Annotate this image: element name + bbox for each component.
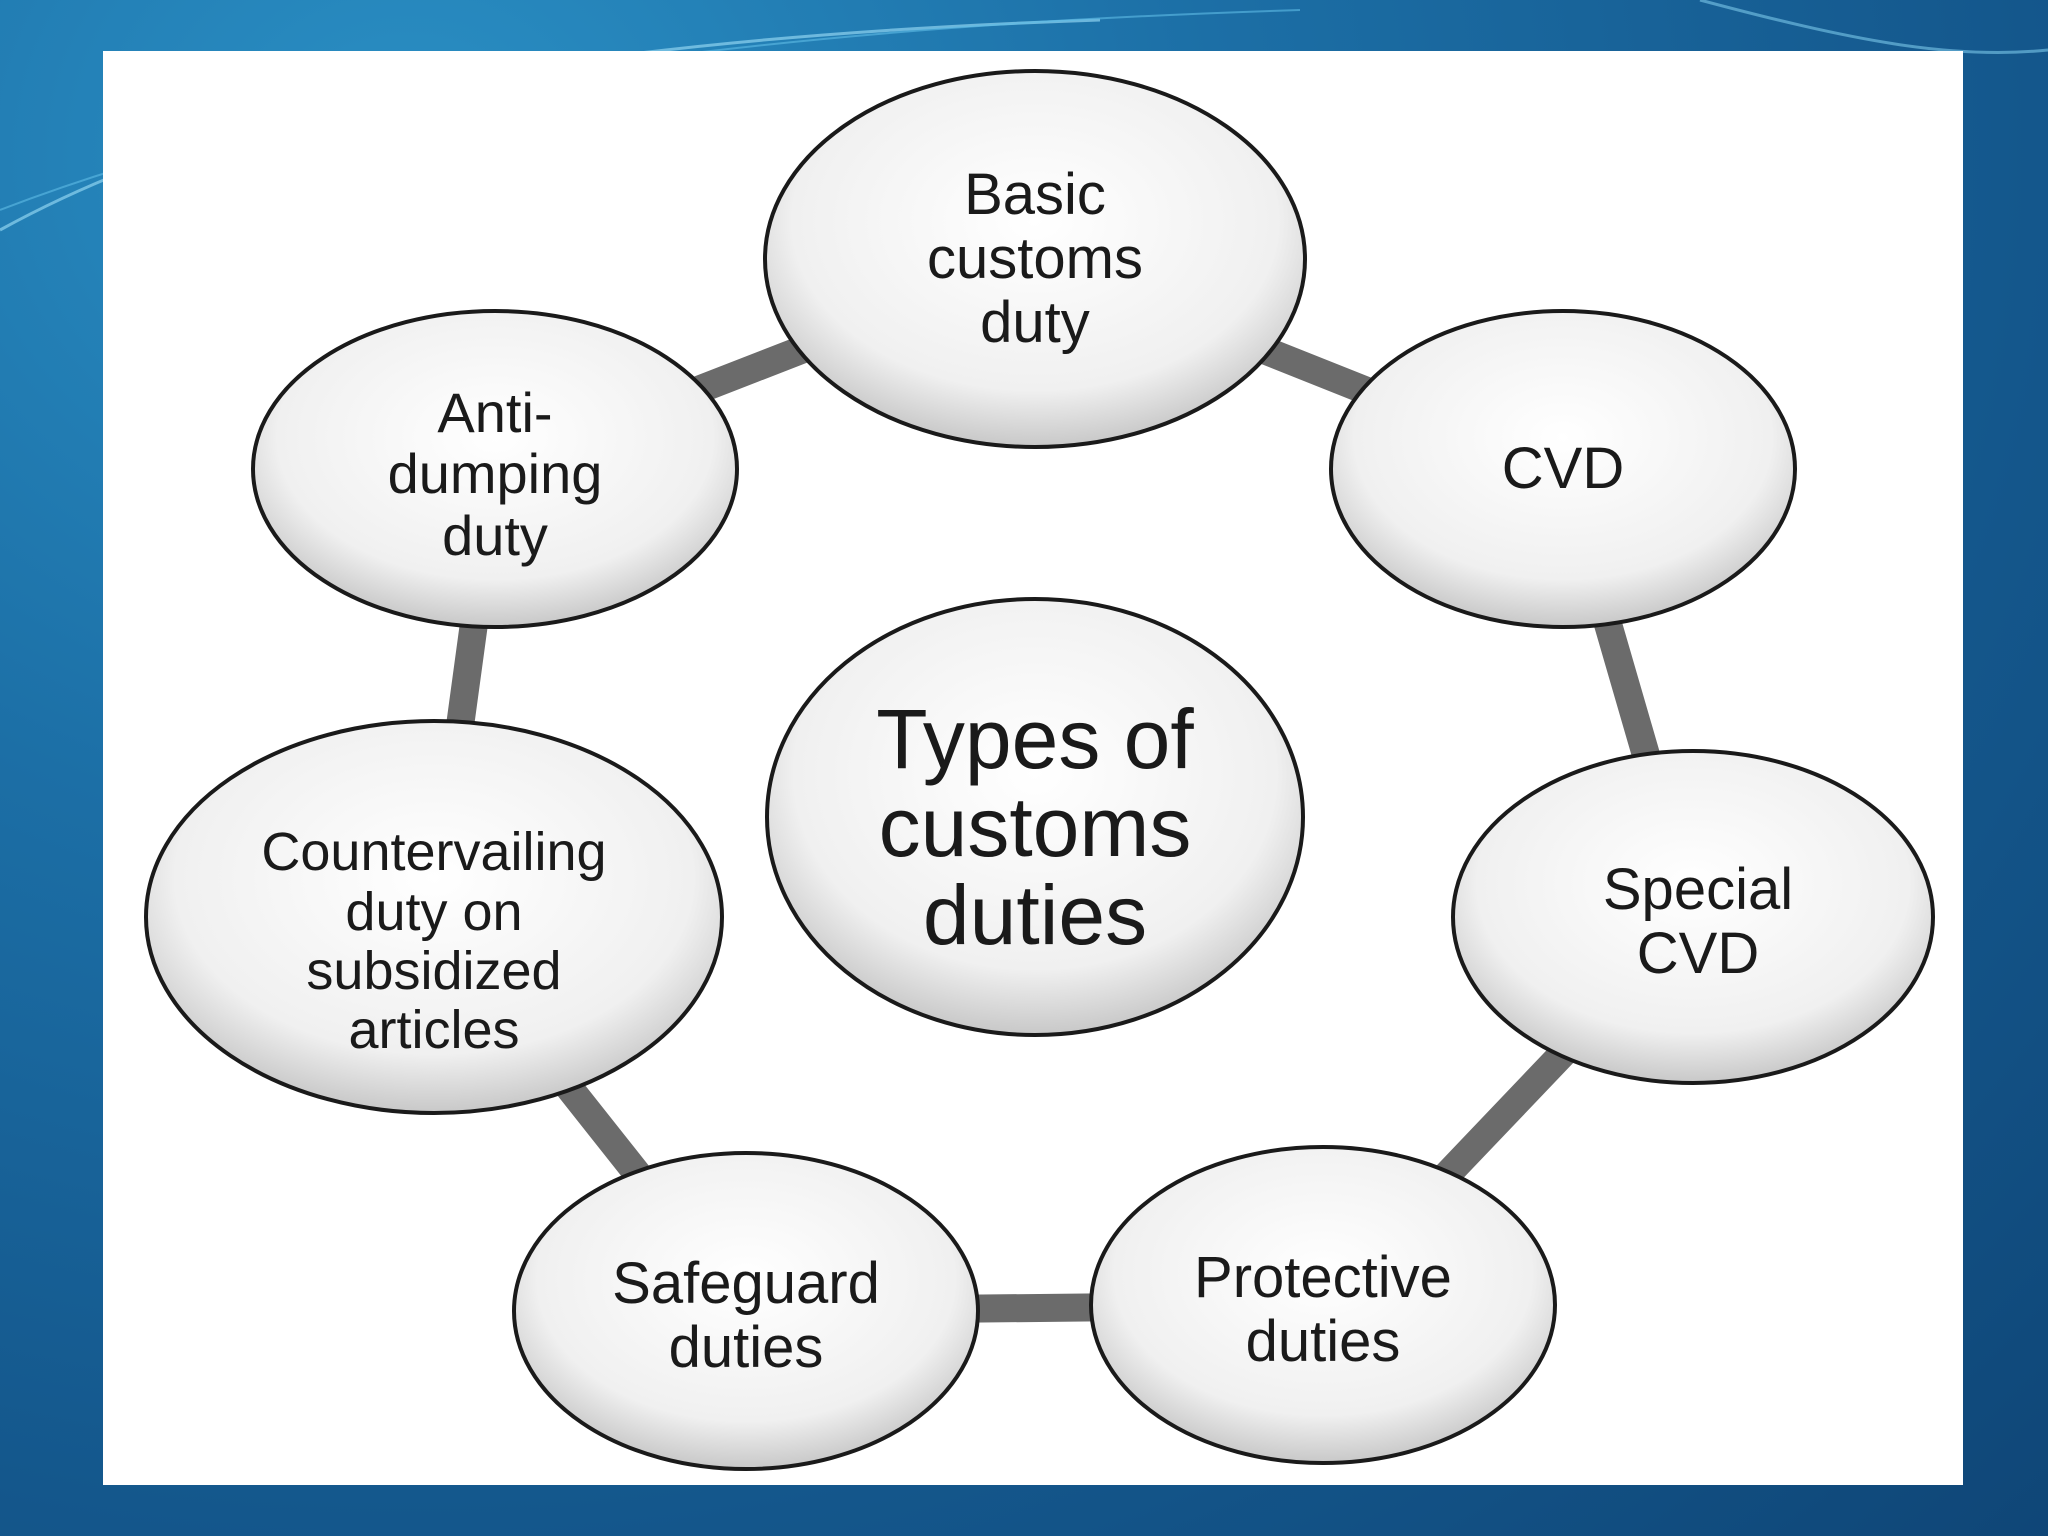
center-title: Types of customs duties xyxy=(876,691,1194,963)
center-node-shape xyxy=(765,597,1305,1037)
node-anti-dumping-duty: Anti-dumping duty xyxy=(387,380,603,567)
node-safeguard-duties: Safeguard duties xyxy=(612,1251,880,1380)
node-basic-customs-duty-shape xyxy=(763,69,1307,449)
node-special-cvd: Special CVD xyxy=(1602,857,1794,986)
node-protective-duties: Protective duties xyxy=(1194,1245,1452,1374)
node-cvd-shape xyxy=(1329,309,1797,629)
node-cvd: CVD xyxy=(1501,436,1625,502)
node-countervailing-duty-shape xyxy=(144,719,724,1115)
node-countervailing-duty: Countervailing duty on subsidized articl… xyxy=(261,822,607,1061)
node-basic-customs-duty: Basic customs duty xyxy=(927,162,1143,355)
node-anti-dumping-duty-shape xyxy=(251,309,739,629)
node-protective-duties-shape xyxy=(1089,1145,1557,1465)
node-safeguard-duties-shape xyxy=(512,1151,980,1471)
customs-duties-diagram xyxy=(144,69,1935,1471)
node-special-cvd-shape xyxy=(1451,749,1935,1085)
slide-panel: Basic customs duty CVD Special CVD Prote… xyxy=(103,51,1963,1485)
